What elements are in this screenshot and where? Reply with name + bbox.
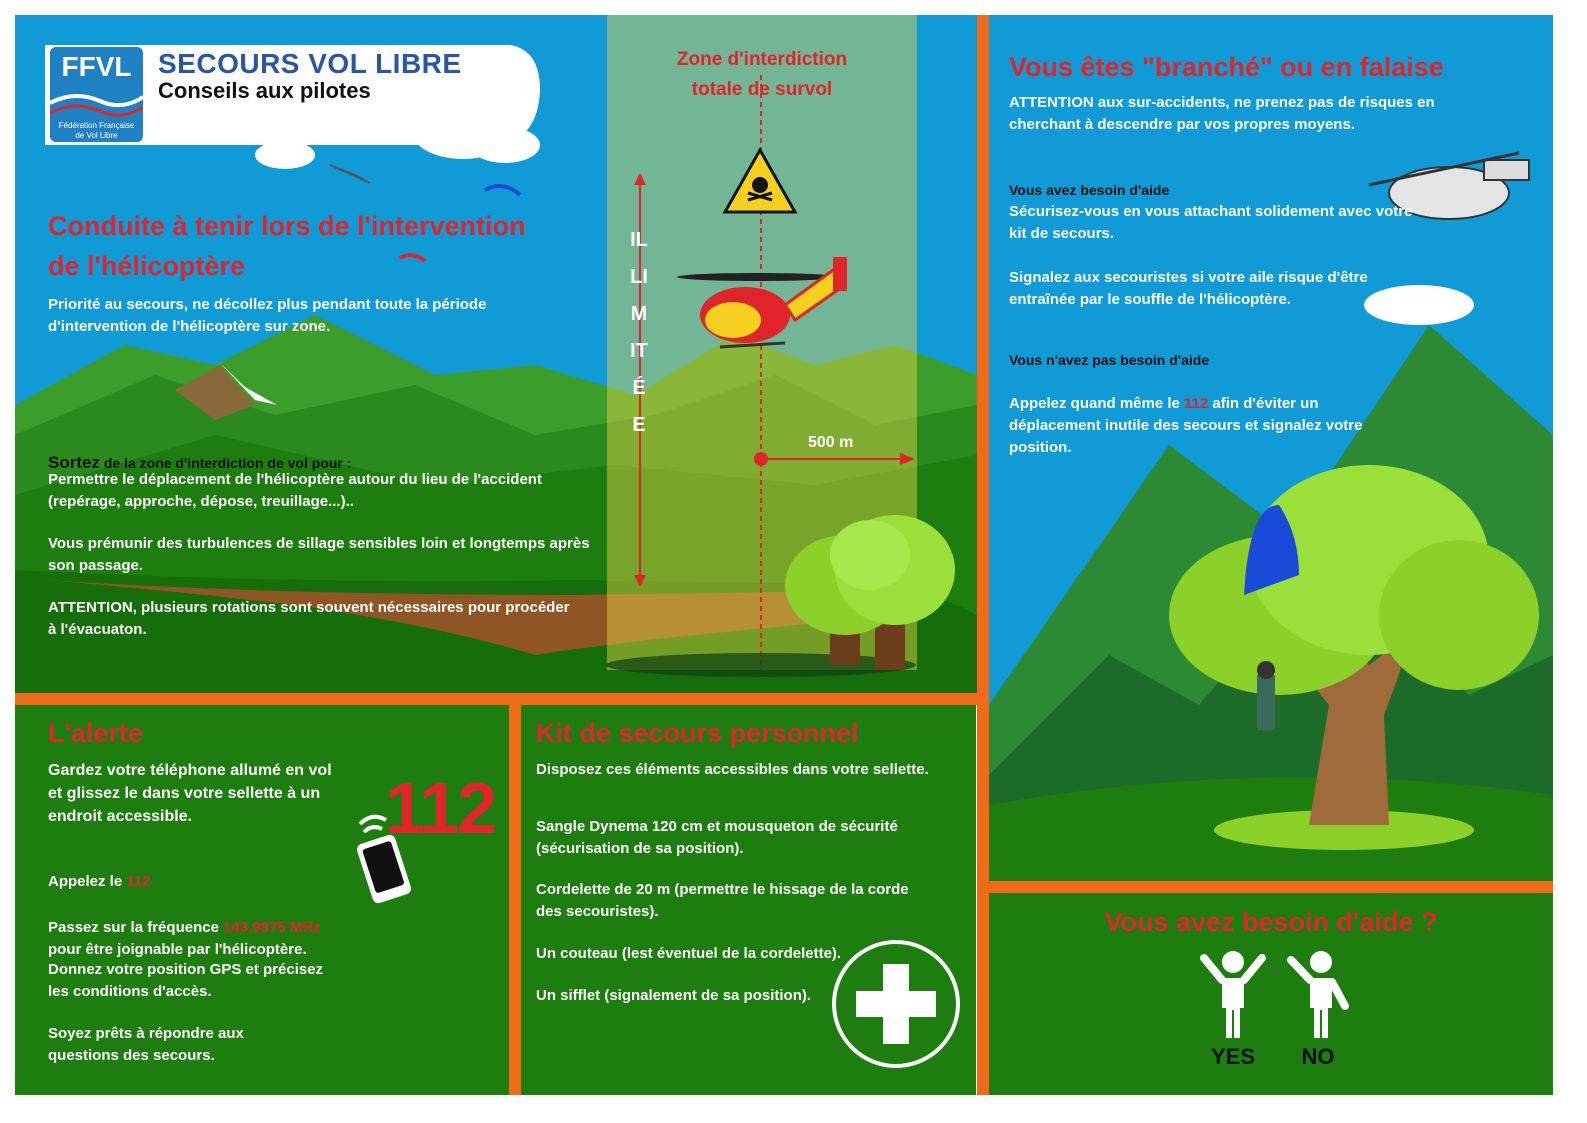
need-help-body: Sécurisez-vous en vous attachant solidem…: [1009, 203, 1413, 308]
big-112: 112: [385, 769, 497, 849]
helicopter-item-1: Permettre le déplacement de l'hélicoptèr…: [48, 471, 542, 510]
no-person-icon: [1287, 951, 1349, 1038]
need-help-title: Vous avez besoin d'aide: [1009, 182, 1170, 198]
no-help-body: Appelez quand même le 112 afin d'éviter …: [1009, 371, 1362, 459]
alert-p2: Appelez le 112: [48, 849, 151, 893]
helicopter-scene: [15, 15, 977, 693]
alert-p4: Donnez votre position GPS et précisez le…: [48, 961, 324, 1000]
yes-person-icon: [1200, 951, 1266, 1038]
page-title: SECOURS VOL LIBRE: [158, 48, 462, 79]
yes-label: YES: [1210, 1044, 1256, 1069]
alert-p3: Passez sur la fréquence 143.9875 MHz pou…: [48, 895, 321, 961]
helicopter-item-2: Vous prémunir des turbulences de sillage…: [48, 535, 590, 574]
alert-title: L'alerte: [48, 718, 143, 748]
no-help-post: afin d'éviter un déplacement inutile des…: [1009, 395, 1363, 456]
helicopter-title: Conduite à tenir lors de l'intervention …: [48, 211, 526, 281]
page-subtitle: Conseils aux pilotes: [158, 78, 371, 103]
wave-icon: [50, 94, 143, 117]
first-aid-icon: [832, 940, 960, 1068]
alert-panel: [15, 705, 509, 1095]
help-title: Vous avez besoin d'aide ?: [1104, 907, 1438, 937]
helicopter-intro: Priorité au secours, ne décollez plus pe…: [48, 296, 487, 335]
phone-icon: [356, 814, 412, 904]
kit-item-3: Un couteau (lest éventuel de la cordelet…: [536, 945, 842, 962]
sortez-rest: de la zone d'interdiction de vol pour :: [99, 455, 352, 471]
kit-item-1: Sangle Dynema 120 cm et mousqueton de sé…: [536, 818, 898, 857]
no-label: NO: [1301, 1044, 1335, 1069]
kit-intro: Disposez ces éléments accessibles dans v…: [536, 761, 929, 778]
alert-p2-112: 112: [126, 873, 151, 890]
kit-item-2: Cordelette de 20 m (permettre le hissage…: [536, 881, 909, 920]
sortez-line: Sortez de la zone d'interdiction de vol …: [48, 430, 351, 474]
no-help-pre: Appelez quand même le: [1009, 395, 1185, 412]
tree-title: Vous êtes "branché" ou en falaise: [1009, 52, 1444, 82]
alert-p1: Gardez votre téléphone allumé en vol et …: [48, 762, 332, 825]
helicopter-item-3: ATTENTION, plusieurs rotations sont souv…: [48, 599, 570, 638]
tree-scene: [989, 151, 1553, 881]
ffvl-logo: FFVL Fédération Française de Vol Libre: [50, 47, 143, 142]
sortez-strong: Sortez: [48, 453, 100, 472]
divider-horizontal-left: [15, 693, 977, 705]
no-help-112: 112: [1184, 395, 1209, 412]
kit-item-4: Un sifflet (signalement de sa position).: [536, 987, 812, 1004]
alert-p5: Soyez prêts à répondre aux questions des…: [48, 1025, 244, 1064]
tree-intro: ATTENTION aux sur-accidents, ne prenez p…: [1009, 94, 1435, 133]
alert-p3-post: pour être joignable par l'hélicoptère.: [48, 941, 307, 958]
vertical-label: ILLIMITÉE: [630, 229, 648, 436]
header-cloud: [45, 45, 540, 145]
ffvl-logo-text: FFVL: [61, 51, 132, 82]
tree-panel: [989, 15, 1553, 881]
distance-label: 500 m: [808, 434, 854, 451]
alert-p3-freq: 143.9875 MHz: [223, 919, 321, 936]
no-help-title: Vous n'avez pas besoin d'aide: [1009, 352, 1210, 368]
help-panel: [989, 893, 1553, 1095]
ffvl-logo-sub: Fédération Française de Vol Libre: [58, 121, 135, 140]
divider-vertical-center: [977, 15, 989, 1095]
zone-label: Zone d'interdiction totale de survol: [676, 49, 848, 100]
divider-vertical-bottom: [509, 705, 521, 1095]
kit-title: Kit de secours personnel: [536, 718, 859, 748]
alert-p3-pre: Passez sur la fréquence: [48, 919, 224, 936]
divider-horizontal-right: [989, 881, 1553, 893]
alert-p2-pre: Appelez le: [48, 873, 127, 890]
